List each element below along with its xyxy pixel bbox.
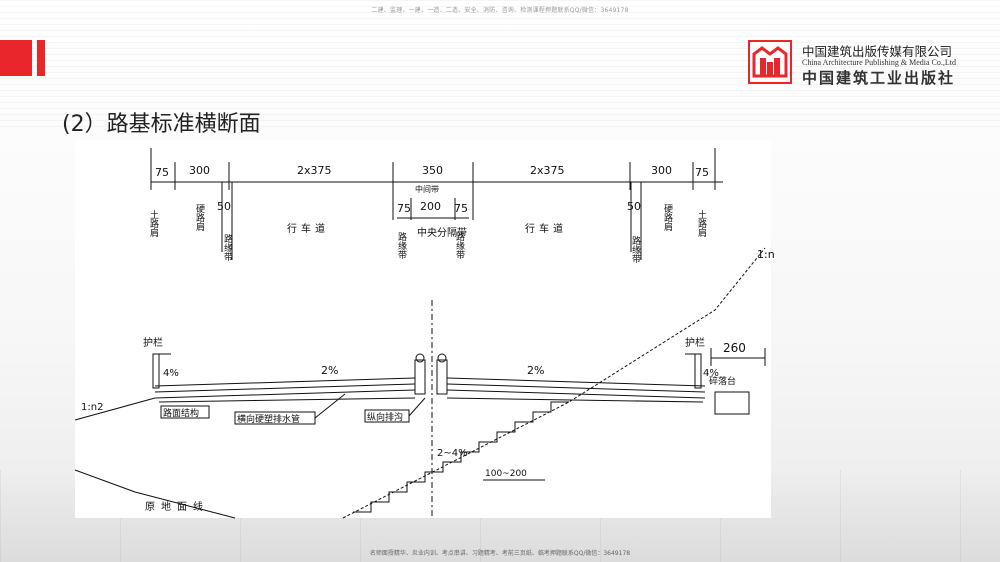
publisher-name-en: China Architecture Publishing & Media Co… bbox=[802, 58, 956, 67]
median-lamp-left bbox=[415, 353, 425, 363]
median-lamp-right bbox=[437, 353, 447, 363]
label-marking-left: 路缘带 bbox=[222, 233, 233, 262]
label-central-strip: 中央分隔带 bbox=[417, 226, 467, 239]
accent-bar-small bbox=[37, 40, 45, 76]
ground-line bbox=[74, 469, 236, 519]
label-ground-line: 原地面线 bbox=[145, 500, 209, 513]
cross-section-svg: 75 300 2x375 350 2x375 300 75 中间带 75 200… bbox=[74, 148, 775, 519]
dim-75-median-right: 75 bbox=[454, 202, 468, 215]
label-slope-left: 4% bbox=[163, 368, 179, 379]
label-hard-shoulder-left: 硬路肩 bbox=[194, 204, 205, 232]
road-surface-left bbox=[154, 377, 416, 387]
drainage-ditch bbox=[714, 391, 750, 415]
road-surface-right bbox=[446, 377, 706, 387]
page-title: (2）路基标准横断面 bbox=[62, 112, 261, 137]
label-guardrail-left: 护栏 bbox=[143, 336, 163, 349]
road-surface-right-2 bbox=[446, 383, 706, 393]
label-marking-right: 路缘带 bbox=[630, 235, 641, 264]
median-label: 中间带 bbox=[415, 184, 439, 194]
bottom-watermark-note: 名师面授精华、炎业内训、考点串讲、习题精考、考前三页纸、临考押题联系QQ/微信：… bbox=[369, 550, 631, 557]
publisher-logo-icon bbox=[748, 40, 792, 84]
dim-2x375-left: 2x375 bbox=[297, 164, 332, 177]
label-marking-median-right: 路缘带 bbox=[454, 231, 465, 260]
dim-50-right: 50 bbox=[627, 200, 641, 213]
median-barrier-right bbox=[436, 359, 448, 395]
guardrail-left bbox=[152, 353, 160, 389]
dim-2x375-right: 2x375 bbox=[530, 164, 565, 177]
label-260: 260 bbox=[723, 341, 746, 355]
pavement-base-left bbox=[158, 397, 416, 403]
publisher-name-cn: 中国建筑出版传媒有限公司 bbox=[802, 44, 953, 59]
background-stripes bbox=[0, 0, 1000, 130]
label-side-slope: 1:n2 bbox=[81, 402, 103, 413]
dim-75-median-left: 75 bbox=[397, 202, 411, 215]
road-surface-left-2 bbox=[154, 383, 416, 393]
dim-300-right: 300 bbox=[651, 164, 672, 177]
road-surface-right-3 bbox=[446, 389, 706, 399]
accent-bar bbox=[0, 40, 32, 76]
label-pavement: 路面结构 bbox=[163, 407, 199, 419]
label-step-width: 100~200 bbox=[485, 469, 527, 479]
label-guardrail-right: 护栏 bbox=[685, 336, 705, 349]
label-transverse-drain: 横向硬塑排水管 bbox=[237, 413, 300, 425]
label-step-slope: 2~4% bbox=[437, 448, 468, 459]
median-barrier-left bbox=[414, 359, 426, 395]
side-slope-left bbox=[74, 397, 156, 421]
guardrail-right bbox=[694, 353, 702, 389]
dim-75-left: 75 bbox=[155, 166, 169, 179]
dim-200: 200 bbox=[420, 200, 441, 213]
dim-75-right: 75 bbox=[695, 166, 709, 179]
label-marking-median-left: 路缘带 bbox=[396, 231, 407, 260]
dim-300-left: 300 bbox=[189, 164, 210, 177]
label-hard-shoulder-right: 硬路肩 bbox=[662, 204, 673, 232]
ditch-leader bbox=[408, 397, 426, 417]
label-platform: 碎落台 bbox=[709, 375, 736, 387]
label-soil-shoulder-right: 土路肩 bbox=[696, 209, 707, 238]
label-slope-right: 4% bbox=[703, 368, 719, 379]
pavement-label-box bbox=[160, 405, 210, 419]
drain-leader bbox=[314, 393, 346, 419]
label-slope-ratio: 1:n bbox=[757, 248, 775, 261]
pavement-base-right bbox=[446, 397, 704, 403]
label-longitudinal-drain: 纵向排沟 bbox=[367, 411, 403, 423]
label-soil-shoulder-left: 土路肩 bbox=[148, 209, 159, 238]
label-lane-left: 行车道 bbox=[287, 222, 329, 235]
top-watermark-note: 二建、监理、一建、一造、二造、安全、消防、咨询、检测课程押题联系QQ/微信：36… bbox=[371, 7, 629, 14]
cross-section-drawing: 75 300 2x375 350 2x375 300 75 中间带 75 200… bbox=[74, 140, 775, 519]
dim-350: 350 bbox=[422, 164, 443, 177]
cut-slope-line bbox=[342, 247, 766, 519]
road-surface-left-3 bbox=[154, 389, 416, 399]
label-lane-right: 行车道 bbox=[525, 222, 567, 235]
label-grade-left: 2% bbox=[321, 364, 338, 377]
publisher-name-cn-brush: 中国建筑工业出版社 bbox=[802, 69, 956, 87]
label-grade-right: 2% bbox=[527, 364, 544, 377]
dim-50-left: 50 bbox=[217, 200, 231, 213]
